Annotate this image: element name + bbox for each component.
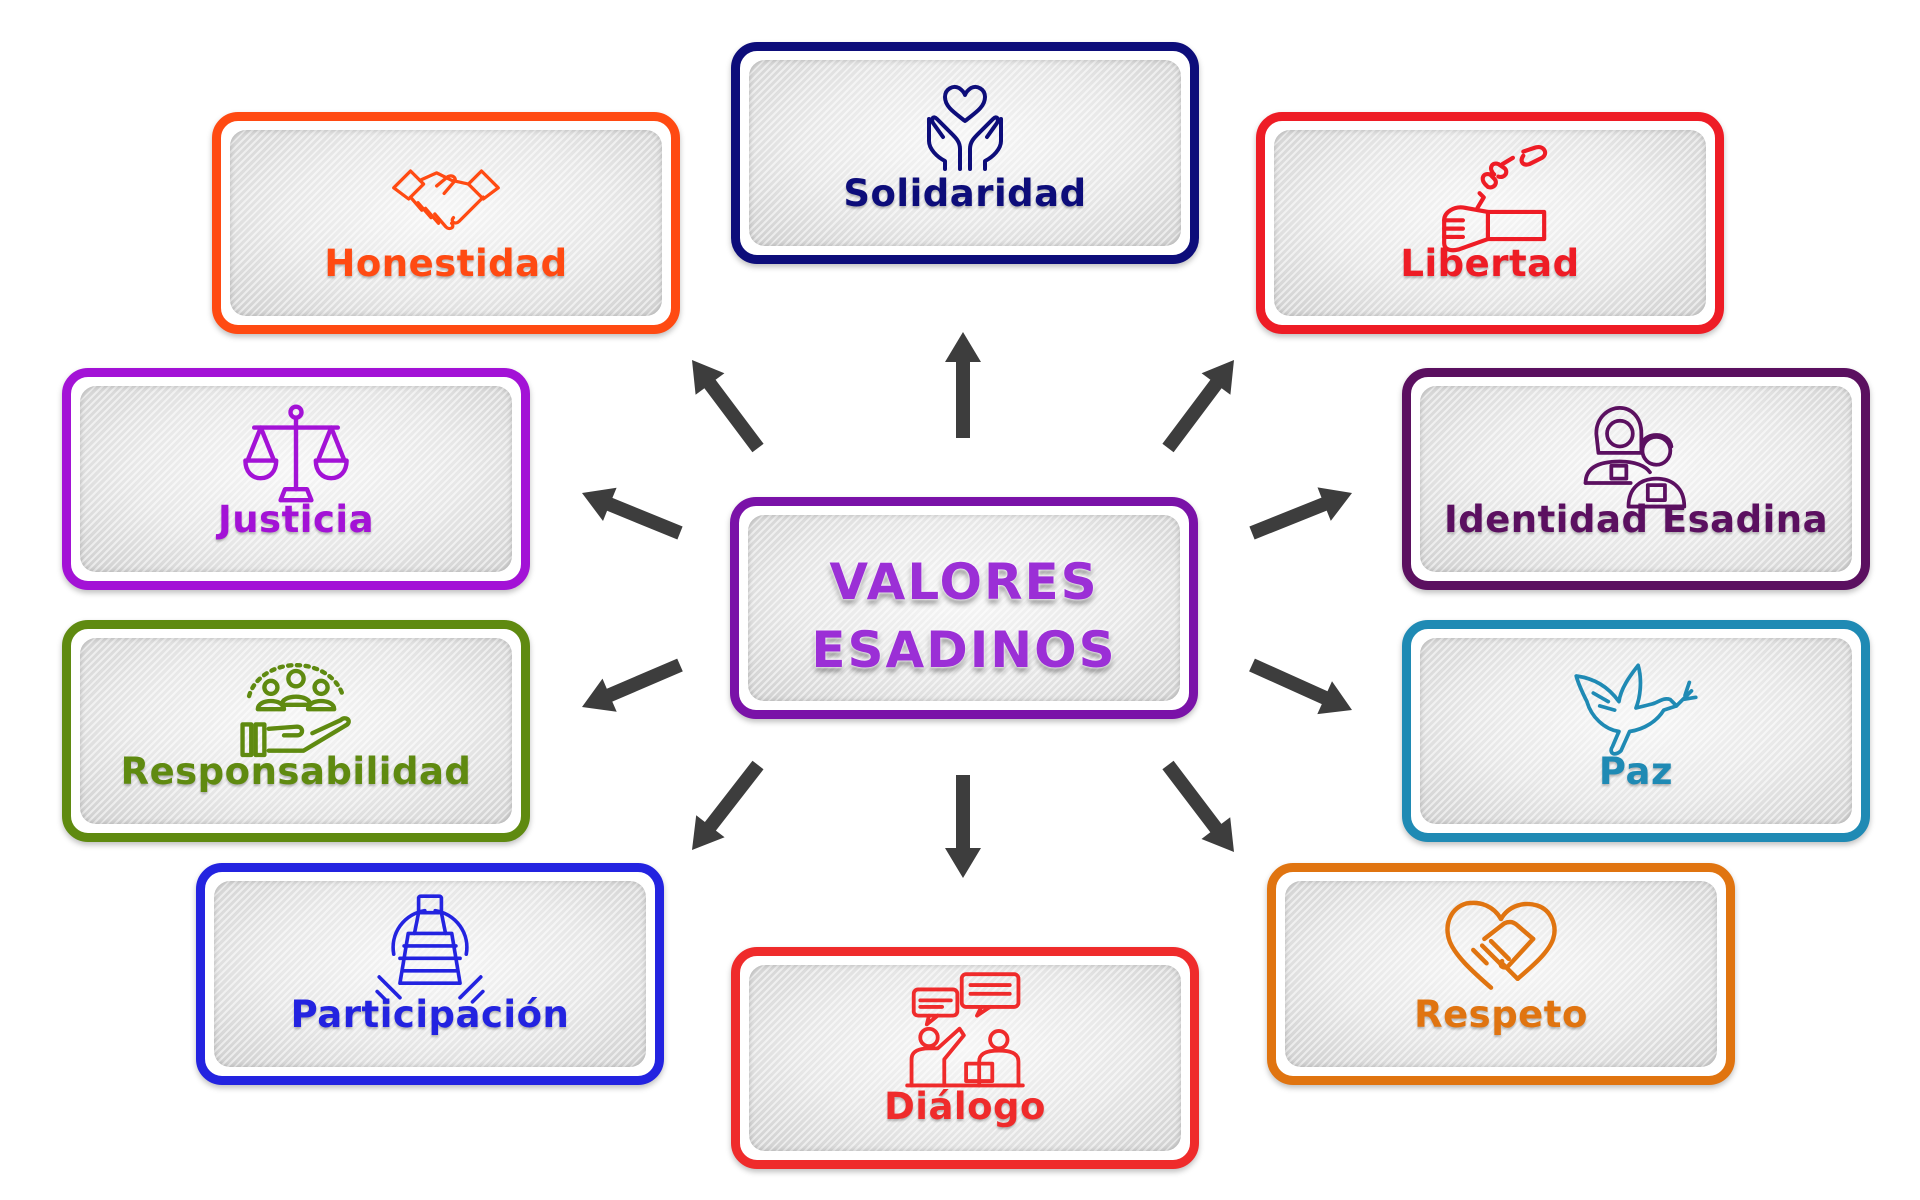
value-card-responsabilidad: Responsabilidad — [62, 620, 530, 842]
center-panel — [748, 515, 1180, 701]
stacked-hands-icon — [371, 892, 489, 1006]
arrow-up-right — [1162, 360, 1234, 453]
dialogue-people-icon — [905, 970, 1025, 1094]
value-card-paz: Paz — [1402, 620, 1870, 842]
value-label: Diálogo — [884, 1085, 1046, 1128]
group-hand-icon — [236, 651, 356, 763]
arrow-down — [945, 775, 981, 878]
center-node: VALORES ESADINOS — [730, 497, 1198, 719]
card-panel — [1285, 881, 1717, 1067]
value-label: Responsabilidad — [120, 750, 472, 793]
value-label: Respeto — [1414, 993, 1588, 1036]
value-card-identidad-esadina: Identidad Esadina — [1402, 368, 1870, 590]
center-title: VALORES ESADINOS — [739, 548, 1189, 684]
heart-handshake-icon — [1440, 894, 1562, 1006]
arrow-up — [945, 332, 981, 438]
card-panel — [230, 130, 662, 316]
heart-hands-icon — [909, 79, 1021, 179]
arrow-left-upper — [582, 487, 683, 540]
value-card-honestidad: Honestidad — [212, 112, 680, 334]
value-label: Honestidad — [324, 242, 568, 285]
center-title-line1: VALORES — [829, 553, 1099, 611]
value-label: Participación — [290, 993, 570, 1036]
value-label: Justicia — [217, 498, 375, 541]
arrow-left-lower — [582, 658, 683, 712]
value-label: Paz — [1598, 750, 1674, 793]
broken-chain-fist-icon — [1428, 143, 1553, 258]
card-panel — [749, 965, 1181, 1151]
dove-icon — [1572, 653, 1700, 763]
value-card-dialogo: Diálogo — [731, 947, 1199, 1169]
people-badges-icon — [1575, 395, 1697, 513]
value-card-libertad: Libertad — [1256, 112, 1724, 334]
arrow-down-right — [1162, 760, 1234, 852]
value-label: Solidaridad — [843, 172, 1087, 215]
arrow-right-upper — [1249, 487, 1352, 540]
value-card-solidaridad: Solidaridad — [731, 42, 1199, 264]
value-card-respeto: Respeto — [1267, 863, 1735, 1085]
handshake-icon — [390, 149, 502, 249]
value-card-justicia: Justicia — [62, 368, 530, 590]
value-label: Libertad — [1400, 242, 1580, 285]
balance-scale-icon — [240, 399, 352, 509]
arrow-up-left — [692, 360, 764, 453]
value-card-participacion: Participación — [196, 863, 664, 1085]
arrow-right-lower — [1249, 658, 1352, 715]
center-title-line2: ESADINOS — [811, 621, 1117, 679]
value-label: Identidad Esadina — [1443, 498, 1829, 541]
arrow-down-left — [692, 760, 764, 850]
